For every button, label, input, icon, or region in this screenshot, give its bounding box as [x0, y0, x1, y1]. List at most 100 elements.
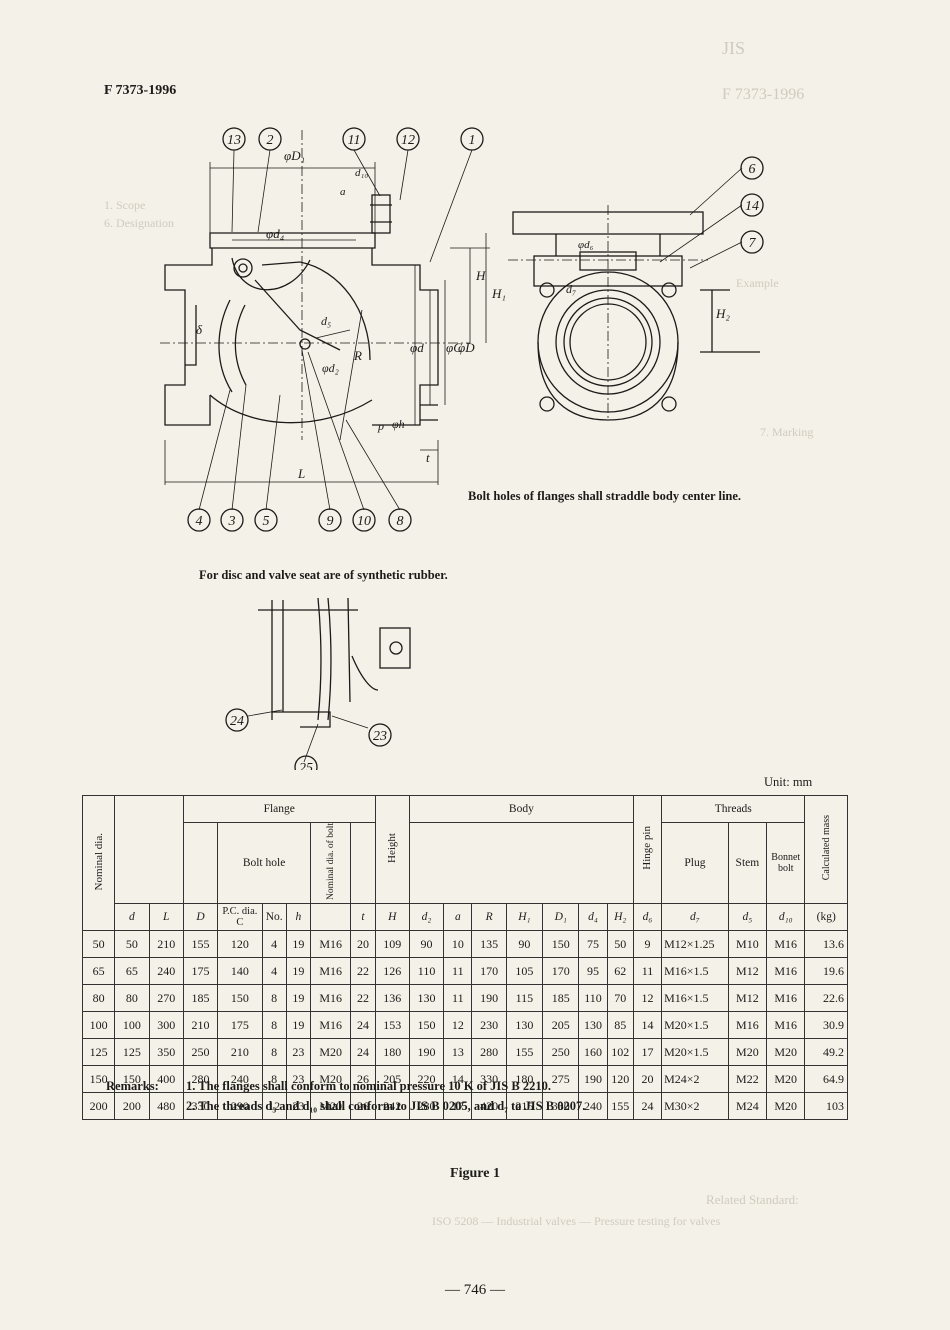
- table-cell: M12: [727, 984, 768, 1013]
- table-cell: 19: [285, 984, 311, 1013]
- table-cell: M20×1.5: [661, 1011, 729, 1040]
- table-cell: 4: [261, 930, 287, 959]
- ghost-related: Related Standard:: [706, 1192, 799, 1207]
- table-cell: 23: [285, 1092, 311, 1121]
- dim-d7: d₇: [566, 282, 576, 296]
- table-cell: 400: [148, 1065, 184, 1094]
- ghost-iso: ISO 5208 — Industrial valves — Pressure …: [432, 1214, 721, 1228]
- table-cell: 70: [606, 984, 634, 1013]
- th-bonnet: Bonnet bolt: [766, 821, 806, 905]
- unit-note: Unit: mm: [764, 775, 813, 789]
- table-cell: 240: [578, 1092, 608, 1121]
- table-cell: 185: [542, 984, 580, 1013]
- table-cell: 180: [374, 1038, 410, 1067]
- th-nominal-dia: Nominal dia.: [81, 794, 116, 932]
- table-cell: M20: [727, 1038, 768, 1067]
- table-cell: 23: [285, 1038, 311, 1067]
- table-cell: 115: [505, 984, 544, 1013]
- table-cell: 14: [443, 1065, 473, 1094]
- table-cell: 13: [443, 1038, 473, 1067]
- table-cell: 10: [443, 930, 473, 959]
- table-cell: 210: [148, 930, 184, 959]
- figure-caption: Figure 1: [450, 1166, 500, 1181]
- table-cell: M16: [766, 930, 806, 959]
- table-cell: 22.6: [804, 984, 848, 1013]
- standard-code: F 7373-1996: [104, 83, 177, 98]
- table-cell: 49.2: [804, 1038, 848, 1067]
- table-cell: 26: [350, 1092, 376, 1121]
- dim-h: φh: [392, 417, 405, 431]
- table-cell: 95: [578, 957, 608, 986]
- table-cell: 330: [542, 1092, 580, 1121]
- callout-24: 24: [230, 714, 244, 729]
- th-stem: Stem: [727, 821, 768, 905]
- table-cell: 280: [471, 1038, 507, 1067]
- ghost-scope: 1. Scope: [104, 198, 146, 212]
- dim-D1: φD₁: [284, 148, 305, 163]
- table-cell: 170: [471, 957, 507, 986]
- table-cell: 135: [471, 930, 507, 959]
- remark-2: 2. The threads d₅ and d₁₀ shall conform …: [186, 1099, 586, 1113]
- table-cell: 14: [632, 1011, 663, 1040]
- th-flange: Flange: [182, 795, 376, 823]
- table-cell: 185: [182, 984, 219, 1013]
- table-cell: 20: [350, 930, 376, 959]
- remarks: Remarks:1. The flanges shall conform to …: [106, 1076, 585, 1116]
- th-no: No.: [261, 903, 287, 932]
- callout-5: 5: [263, 514, 270, 529]
- table-cell: 12: [632, 984, 663, 1013]
- table-cell: 130: [505, 1011, 544, 1040]
- table-cell: 12: [261, 1092, 287, 1121]
- table-cell: M20: [766, 1065, 806, 1094]
- table-cell: 90: [505, 930, 544, 959]
- table-cell: M12×1.25: [661, 930, 729, 959]
- table-cell: 8: [261, 984, 287, 1013]
- dim-R: R: [353, 348, 362, 363]
- th-sym-kg: (kg): [804, 903, 848, 932]
- th-sym-H2: H₂: [606, 903, 634, 932]
- table-cell: 9: [632, 930, 663, 959]
- table-cell: 64.9: [804, 1065, 848, 1094]
- callout-6: 6: [749, 162, 756, 177]
- dim-C: φC: [446, 340, 462, 355]
- th-body: Body: [408, 795, 634, 823]
- table-cell: 170: [542, 957, 580, 986]
- table-cell: 65: [114, 957, 150, 986]
- table-cell: 80: [81, 984, 116, 1013]
- callout-circles: [187, 127, 764, 770]
- table-cell: 240: [148, 957, 184, 986]
- th-sym-R: R: [471, 903, 507, 932]
- table-cell: 120: [606, 1065, 634, 1094]
- table-cell: 20: [632, 1065, 663, 1094]
- th-pc-dia: P.C. dia. C: [217, 903, 263, 932]
- ghost-jis: JIS: [722, 38, 746, 58]
- table-cell: M24: [727, 1092, 768, 1121]
- table-cell: 270: [148, 984, 184, 1013]
- table-cell: 300: [148, 1011, 184, 1040]
- callout-7: 7: [749, 236, 757, 251]
- table-cell: 420: [471, 1092, 507, 1121]
- callout-8: 8: [397, 514, 404, 529]
- th-bolt-hole: Bolt hole: [217, 821, 311, 905]
- table-cell: 24: [350, 1038, 376, 1067]
- table-cell: M30×2: [661, 1092, 729, 1121]
- th-sym-blank: [309, 903, 352, 932]
- callout-10: 10: [357, 514, 371, 529]
- table-cell: 62: [606, 957, 634, 986]
- table-cell: 8: [261, 1011, 287, 1040]
- dim-delta: δ: [196, 322, 203, 337]
- th-sym-h: h: [285, 903, 311, 932]
- th-sym-t: t: [350, 903, 376, 932]
- callout-9: 9: [327, 514, 334, 529]
- table-cell: M22: [727, 1065, 768, 1094]
- table-cell: 19: [285, 957, 311, 986]
- ghost-example: Example: [736, 276, 779, 290]
- dim-t: t: [426, 450, 430, 465]
- th-sym-d5: d₅: [727, 903, 768, 932]
- callout-4: 4: [196, 514, 203, 529]
- table-cell: 150: [542, 930, 580, 959]
